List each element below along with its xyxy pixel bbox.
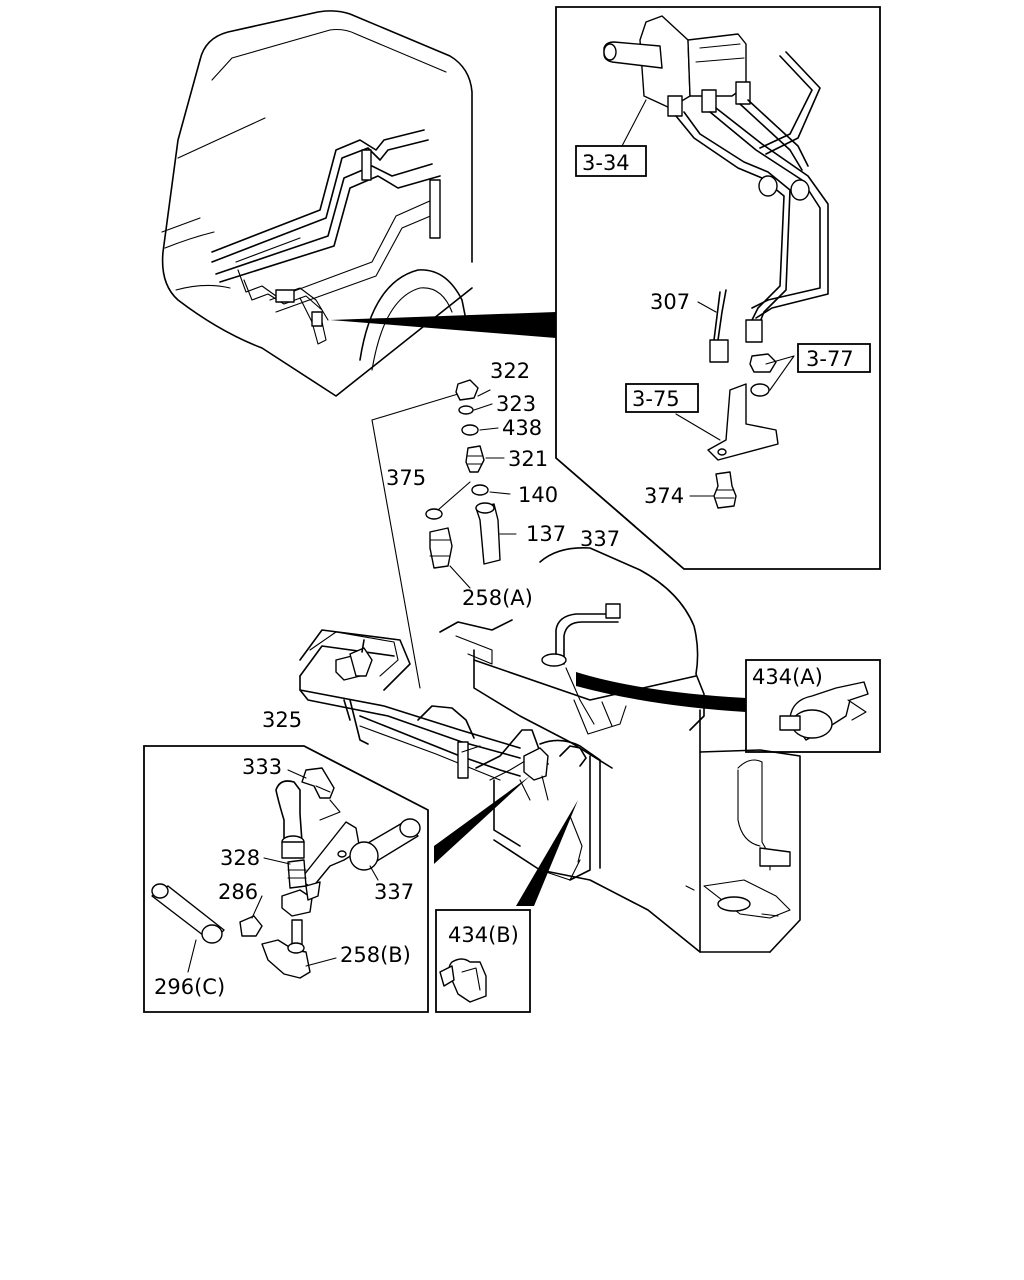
label-375: 375 <box>386 466 426 490</box>
leader-wedge-434b <box>516 800 578 906</box>
injection-pump-illustration <box>603 15 829 509</box>
label-137: 137 <box>526 522 566 546</box>
reference-labels: 3-34 3-77 3-75 <box>575 145 871 413</box>
fittings-stack <box>371 379 517 689</box>
label-337-top: 337 <box>580 527 620 551</box>
label-374: 374 <box>644 484 684 508</box>
frame-rails-middle <box>299 629 587 801</box>
label-307: 307 <box>650 290 690 314</box>
label-337-detail: 337 <box>374 880 414 904</box>
label-140: 140 <box>518 483 558 507</box>
leader-lines-upper <box>621 99 795 497</box>
label-258a: 258(A) <box>462 586 533 610</box>
leader-wedge-434a <box>576 672 746 712</box>
ref-3-77: 3-77 <box>806 347 854 371</box>
clip-434a-detail <box>745 659 881 753</box>
label-322: 322 <box>490 359 530 383</box>
label-328: 328 <box>220 846 260 870</box>
label-333: 333 <box>242 755 282 779</box>
detail-frame-upper-right <box>555 6 881 570</box>
leader-wedge-cab <box>330 312 556 338</box>
return-pipe-fittings-illustration <box>151 767 421 979</box>
clip-434b-detail <box>435 909 531 1013</box>
ref-3-34: 3-34 <box>582 151 630 175</box>
label-258b: 258(B) <box>340 943 411 967</box>
detail-frame-lower-left <box>143 745 429 1013</box>
fuel-tank-illustration <box>439 546 801 953</box>
label-434b: 434(B) <box>448 923 519 947</box>
truck-cab-illustration <box>161 10 473 397</box>
label-434a: 434(A) <box>752 665 823 689</box>
label-438: 438 <box>502 416 542 440</box>
detail-box-labels: 434(A) 434(B) <box>448 665 823 947</box>
label-323: 323 <box>496 392 536 416</box>
label-286: 286 <box>218 880 258 904</box>
label-325: 325 <box>262 708 302 732</box>
part-number-labels: 322 323 438 321 375 140 137 258(A) 337 3… <box>154 290 690 999</box>
ref-3-75: 3-75 <box>632 387 680 411</box>
leader-wedge-lower-left <box>434 776 530 864</box>
label-296c: 296(C) <box>154 975 225 999</box>
label-321: 321 <box>508 447 548 471</box>
